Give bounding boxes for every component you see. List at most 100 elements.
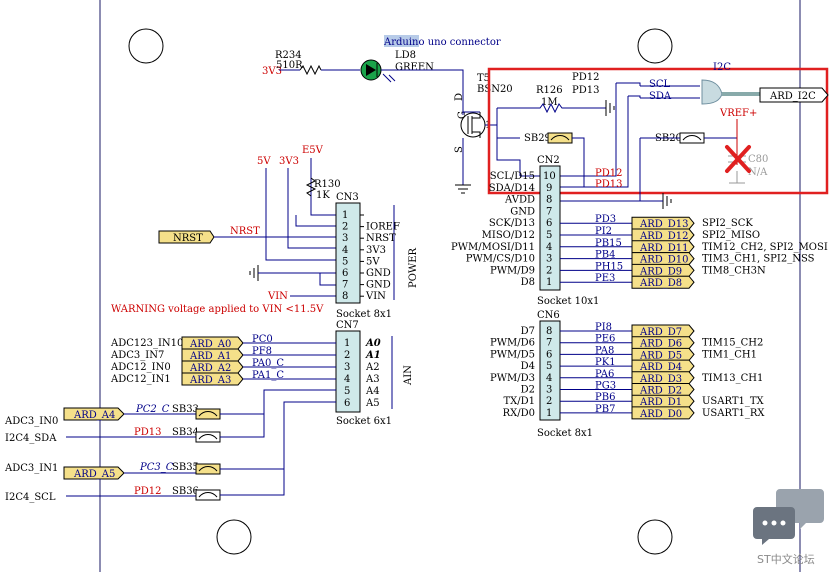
solder-bridge-sb29 (547, 132, 573, 144)
cn7-flag-3 (181, 372, 244, 386)
cn7-ref: CN7 (336, 320, 359, 331)
cn2-label-1: D8 (521, 277, 535, 288)
cn7-pin-name-4: A3 (365, 374, 380, 385)
cn3-pin-name-2: IOREF (366, 222, 400, 233)
pd12-bottom-label: PD12 (134, 486, 161, 497)
text-selection-highlight (384, 35, 419, 47)
r234-value: 510R (276, 60, 303, 71)
cn6-flag-7-label: ARD_D0 (639, 409, 682, 420)
cn2-net-4: PH15 (595, 261, 623, 272)
cn7-side-label: AIN (403, 365, 414, 386)
cn3-pin-name-6: GND (366, 268, 391, 279)
r126-value: 1M (541, 97, 558, 108)
cn7-net-1: PF8 (252, 346, 272, 357)
ground-symbol-cn3 (249, 265, 259, 281)
cn3-pin-2: 2 (342, 222, 348, 233)
connector-cn3 (335, 202, 361, 304)
cn6-flag-6 (631, 394, 695, 408)
cn3-pin-name-3: NRST (366, 233, 396, 244)
t5-pin-s: S (454, 146, 465, 153)
cn2-flag-4 (631, 263, 695, 277)
connector-cn6 (539, 320, 561, 421)
c80-ref: C80 (748, 154, 768, 165)
cn6-label-6: PWM/D5 (490, 349, 535, 360)
cn7-flag-3-label: ARD_A3 (189, 375, 231, 386)
cn2-flag-0-label: ARD_D13 (639, 219, 689, 230)
vin-warning: WARNING voltage applied to VIN <11.5V (111, 304, 324, 315)
cn2-flag-5-label: ARD_D8 (639, 278, 682, 289)
cn6-flag-0-label: ARD_D7 (639, 327, 682, 338)
cn2-pin-6: 6 (546, 218, 552, 229)
cn6-function-3: USART1_TX (702, 396, 765, 407)
cn3-pin-name-4: 3V3 (366, 245, 386, 256)
cn2-label-7: GND (510, 206, 535, 217)
cn2-pin-2: 2 (546, 265, 552, 276)
cn2-function-4: TIM8_CH3N (702, 265, 766, 276)
cn2-label-8: AVDD (504, 195, 535, 206)
chat-bubble-front-icon (753, 507, 795, 545)
pc2-c-label: PC2_C (135, 404, 170, 415)
cn7-pin-2: 2 (344, 350, 350, 361)
cn6-net-6: PB6 (595, 392, 615, 403)
cn2-flag-3 (631, 252, 695, 266)
cn2-flag-0 (631, 216, 695, 230)
vref-label: VREF+ (719, 108, 757, 119)
cn2-pin-7: 7 (546, 206, 552, 217)
cn6-flag-7 (631, 406, 695, 420)
solder-bridge-sb35 (195, 463, 221, 475)
cn2-flag-1-label: ARD_D12 (639, 231, 689, 242)
watermark-text: ST中文论坛 (757, 552, 815, 566)
t5-value: BSN20 (477, 84, 513, 95)
cn6-flag-5 (631, 383, 695, 396)
t5-pin-d: D (454, 93, 465, 101)
cn6-flag-2-label: ARD_D5 (639, 350, 682, 361)
sda-label: SDA (649, 91, 672, 102)
cn6-function-2: TIM13_CH1 (702, 373, 763, 384)
cn7-signal-0: ADC123_IN10 (110, 338, 183, 349)
cn2-net-0: PD3 (595, 214, 616, 225)
cn6-label-1: RX/D0 (503, 408, 535, 419)
cn7-net-2: PA0_C (252, 358, 284, 369)
cn3-pin-name-7: GND (366, 280, 391, 291)
cn7-pin-5: 5 (344, 386, 350, 397)
cn2-net-1: PI2 (595, 226, 612, 237)
ground-symbol-r126 (605, 100, 615, 116)
cn6-label-4: PWM/D3 (490, 373, 535, 384)
ground-symbol-avdd (662, 193, 672, 209)
connector-cn2 (539, 165, 561, 291)
cn6-pin-3: 3 (546, 385, 552, 396)
cn2-function-0: SPI2_SCK (702, 218, 753, 229)
mounting-hole-br (637, 519, 673, 555)
ld8-ref: LD8 (395, 50, 416, 61)
cn2-pin-1: 1 (546, 277, 552, 288)
cn2-pin-4: 4 (546, 242, 552, 253)
cn7-flag-1 (181, 348, 244, 362)
sb29-label: SB29 (524, 133, 551, 144)
i2c4-sda-label: I2C4_SDA (5, 433, 57, 444)
cn6-flag-1-label: ARD_D6 (639, 339, 682, 350)
cn6-label-2: TX/D1 (503, 396, 535, 407)
cn6-label-5: D4 (521, 361, 535, 372)
cn3-side-label: POWER (408, 247, 419, 288)
cn2-pin-10: 10 (543, 171, 556, 182)
connector-cn7 (335, 330, 361, 413)
ard-a5-flag (63, 466, 125, 480)
cn7-signal-1: ADC3_IN7 (110, 350, 164, 361)
cn2-flag-1 (631, 228, 695, 242)
r130-ref: R130 (314, 179, 341, 190)
red-cross-mark (725, 145, 751, 173)
cn6-net-0: PI8 (595, 322, 612, 333)
resistor-r234-symbol (299, 64, 322, 76)
sb35-label: SB35 (172, 462, 199, 473)
cn2-pin-3: 3 (546, 254, 552, 265)
cn3-pin-name-8: VIN (365, 291, 386, 302)
cn2-function-2: TIM12_CH2, SPI2_MOSI (702, 242, 828, 253)
sb33-label: SB33 (172, 404, 199, 415)
connector-title: Arduino uno connector (383, 37, 501, 48)
ard-a4-flag (63, 407, 125, 421)
cn6-net-5: PG3 (595, 381, 616, 392)
cn2-flag-2-label: ARD_D11 (639, 243, 689, 254)
net-e5v: E5V (302, 145, 324, 156)
